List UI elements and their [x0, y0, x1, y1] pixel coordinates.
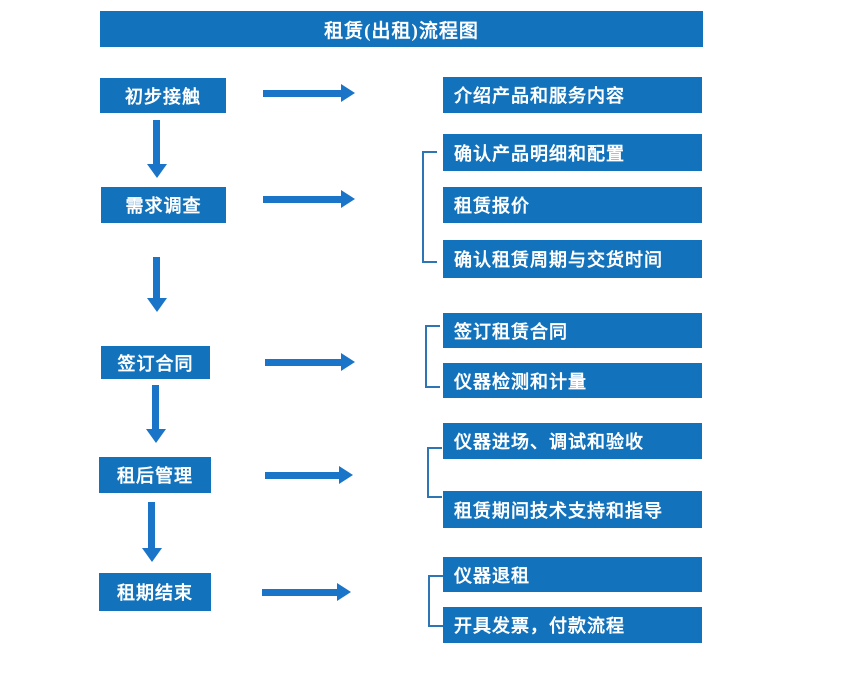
right-arrow: [263, 189, 355, 209]
step-box-lease-end: 租期结束: [99, 573, 211, 611]
detail-box-confirm-period-delivery: 确认租赁周期与交货时间: [443, 240, 702, 278]
flowchart-title: 租赁(出租)流程图: [100, 11, 703, 47]
down-arrow: [146, 120, 168, 178]
arrow-shaft: [263, 196, 343, 203]
arrow-shaft: [262, 589, 339, 596]
detail-box-sign-rental-contract: 签订租赁合同: [443, 313, 702, 348]
right-arrow: [263, 83, 355, 103]
arrow-head: [339, 466, 353, 484]
right-arrow: [265, 352, 355, 372]
group-bracket: [428, 575, 443, 627]
arrow-head: [142, 548, 162, 562]
arrow-head: [147, 298, 167, 312]
arrow-shaft: [152, 385, 159, 431]
arrow-head: [341, 190, 355, 208]
arrow-head: [146, 429, 166, 443]
arrow-head: [147, 164, 167, 178]
arrow-shaft: [153, 257, 160, 300]
arrow-shaft: [263, 90, 343, 97]
down-arrow: [141, 502, 163, 562]
step-box-sign-contract: 签订合同: [101, 346, 210, 379]
step-box-demand-survey: 需求调查: [101, 187, 226, 223]
detail-box-intro-products-services: 介绍产品和服务内容: [443, 77, 702, 113]
arrow-shaft: [265, 472, 341, 479]
right-arrow: [262, 582, 351, 602]
down-arrow: [146, 257, 168, 312]
arrow-shaft: [148, 502, 155, 550]
step-box-post-rental-management: 租后管理: [99, 457, 211, 493]
step-box-initial-contact: 初步接触: [100, 78, 226, 113]
group-bracket: [425, 325, 440, 388]
down-arrow: [145, 385, 167, 443]
detail-box-instrument-return: 仪器退租: [443, 557, 702, 592]
arrow-shaft: [265, 359, 343, 366]
detail-box-technical-support: 租赁期间技术支持和指导: [443, 491, 702, 528]
group-bracket: [427, 447, 442, 498]
arrow-shaft: [153, 120, 160, 166]
detail-box-instrument-testing: 仪器检测和计量: [443, 363, 702, 398]
detail-box-instrument-setup-acceptance: 仪器进场、调试和验收: [443, 423, 702, 459]
arrow-head: [337, 583, 351, 601]
group-bracket: [422, 151, 437, 263]
detail-box-invoice-payment: 开具发票，付款流程: [443, 607, 702, 643]
detail-box-rental-quote: 租赁报价: [443, 187, 702, 223]
arrow-head: [341, 353, 355, 371]
detail-box-confirm-product-config: 确认产品明细和配置: [443, 134, 702, 171]
right-arrow: [265, 465, 353, 485]
arrow-head: [341, 84, 355, 102]
